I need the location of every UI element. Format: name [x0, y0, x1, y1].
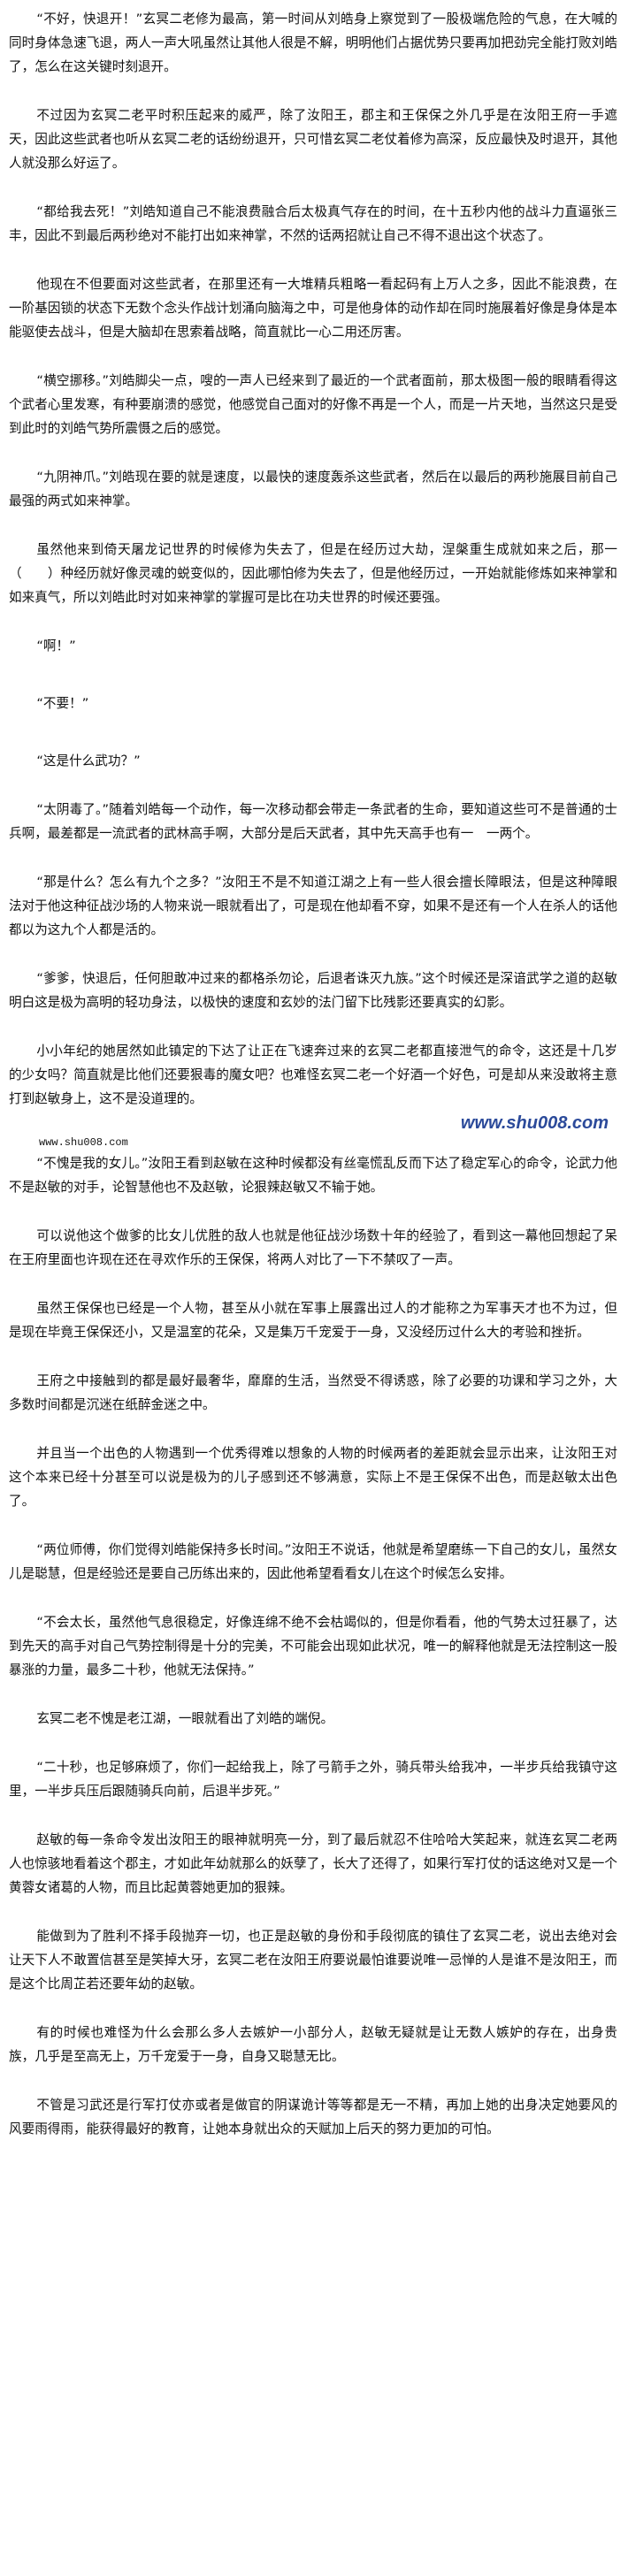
paragraph: 虽然他来到倚天屠龙记世界的时候修为失去了，但是在经历过大劫，涅槃重生成就如来之后…	[9, 542, 617, 605]
document-body: “不好，快退开！”玄冥二老修为最高，第一时间从刘皓身上察觉到了一股极端危险的气息…	[9, 11, 617, 2136]
paragraph: “那是什么？怎么有九个之多？”汝阳王不是不知道江湖之上有一些人很会擅长障眼法，但…	[9, 875, 617, 937]
paragraph: 不管是习武还是行军打仗亦或者是做官的阴谋诡计等等都是无一不精，再加上她的出身决定…	[9, 2098, 617, 2136]
paragraph: “这是什么武功？”	[36, 753, 141, 768]
paragraph: 他现在不但要面对这些武者，在那里还有一大堆精兵粗略一看起码有上万人之多，因此不能…	[9, 277, 617, 340]
paragraph: 能做到为了胜利不择手段抛弃一切，也正是赵敏的身份和手段彻底的镇住了玄冥二老，说出…	[9, 1929, 617, 1991]
paragraph: “横空挪移。”刘皓脚尖一点，嗖的一声人已经来到了最近的一个武者面前，那太极图一般…	[9, 373, 617, 436]
paragraph: 小小年纪的她居然如此镇定的下达了让正在飞速奔过来的玄冥二老都直接泄气的命令，这还…	[9, 1043, 617, 1106]
paragraph: 赵敏的每一条命令发出汝阳王的眼神就明亮一分，到了最后就忍不住哈哈大笑起来，就连玄…	[9, 1832, 617, 1895]
paragraph: “二十秒，也足够麻烦了，你们一起给我上，除了弓箭手之外，骑兵带头给我冲，一半步兵…	[9, 1760, 617, 1799]
paragraph: “两位师傅，你们觉得刘皓能保持多长时间。”汝阳王不说话，他就是希望磨练一下自己的…	[9, 1542, 617, 1581]
paragraph: “不好，快退开！”玄冥二老修为最高，第一时间从刘皓身上察觉到了一股极端危险的气息…	[9, 11, 617, 74]
paragraph: “啊！”	[36, 638, 76, 654]
watermark-logo: www.shu008.com	[460, 1113, 609, 1133]
paragraph: 虽然王保保也已经是一个人物，甚至从小就在军事上展露出过人的才能称之为军事天才也不…	[9, 1301, 617, 1340]
source-url-line: www.shu008.com	[39, 1136, 128, 1149]
paragraph: 王府之中接触到的都是最好最奢华，靡靡的生活，当然受不得诱惑，除了必要的功课和学习…	[9, 1373, 617, 1412]
paragraph: “不愧是我的女儿。”汝阳王看到赵敏在这种时候都没有丝毫慌乱反而下达了稳定军心的命…	[9, 1156, 617, 1195]
paragraph: “都给我去死！”刘皓知道自己不能浪费融合后太极真气存在的时间，在十五秒内他的战斗…	[9, 204, 617, 243]
paragraph: 可以说他这个做爹的比女儿优胜的敌人也就是他征战沙场数十年的经验了，看到这一幕他回…	[9, 1228, 617, 1267]
paragraph: 并且当一个出色的人物遇到一个优秀得难以想象的人物的时候两者的差距就会显示出来，让…	[9, 1446, 617, 1509]
paragraph: 有的时候也难怪为什么会那么多人去嫉妒一小部分人，赵敏无疑就是让无数人嫉妒的存在，…	[9, 2025, 617, 2064]
paragraph: “不会太长，虽然他气息很稳定，好像连绵不绝不会枯竭似的，但是你看看，他的气势太过…	[9, 1615, 617, 1678]
paragraph: “不要！”	[36, 696, 89, 711]
paragraph: 不过因为玄冥二老平时积压起来的威严，除了汝阳王，郡主和王保保之外几乎是在汝阳王府…	[9, 108, 617, 171]
paragraph: “太阴毒了。”随着刘皓每一个动作，每一次移动都会带走一条武者的生命，要知道这些可…	[9, 802, 617, 841]
paragraph: “九阴神爪。”刘皓现在要的就是速度，以最快的速度轰杀这些武者，然后在以最后的两秒…	[9, 470, 617, 508]
paragraph: “爹爹，快退后，任何胆敢冲过来的都格杀勿论，后退者诛灭九族。”这个时候还是深谙武…	[9, 971, 617, 1010]
paragraph: 玄冥二老不愧是老江湖，一眼就看出了刘皓的端倪。	[36, 1711, 334, 1726]
